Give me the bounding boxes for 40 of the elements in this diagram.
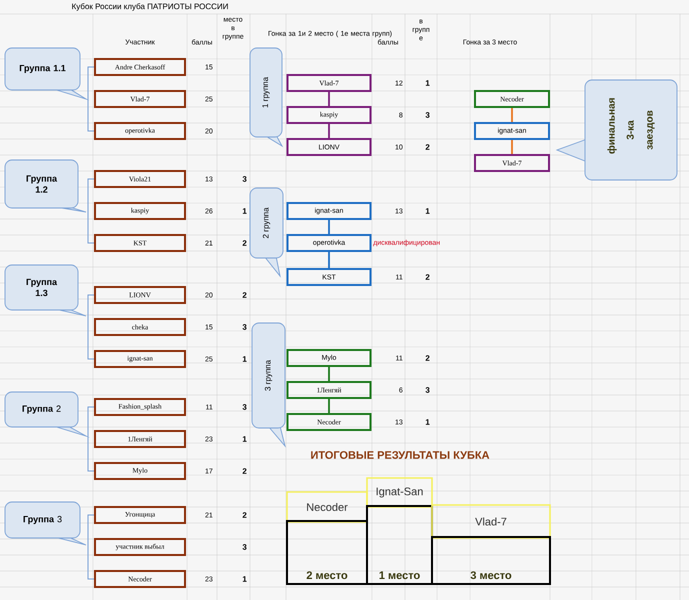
winner-name-box: Necoder — [286, 491, 368, 523]
place-value: 1 — [242, 436, 247, 442]
callout: Группа 1.1 — [4, 48, 90, 100]
place-value: 1 — [426, 208, 430, 214]
callout: 1 группа — [250, 48, 284, 148]
callout: Группа 2 — [4, 392, 90, 438]
place-value: 3 — [242, 544, 246, 550]
place-value: 2 — [426, 355, 430, 361]
place-value: 1 — [426, 419, 430, 425]
winner-name-box: Ignat-San — [366, 477, 433, 508]
callout: финальная 3-ка заездов — [556, 80, 678, 180]
callout: Группа 3 — [4, 502, 86, 546]
place-value: 3 — [426, 112, 430, 118]
callout: Группа 1.3 — [4, 264, 86, 316]
connector-line — [328, 220, 330, 234]
podium-block: 1 место — [366, 505, 433, 585]
connector-line — [328, 124, 330, 138]
results-heading: ИТОГОВЫЕ РЕЗУЛЬТАТЫ КУБКА — [311, 451, 490, 459]
sheet-title: Кубок России клуба ПАТРИОТЫ РОССИИ — [72, 3, 228, 11]
place-value: 2 — [242, 292, 246, 298]
callout: 2 группа — [250, 188, 284, 278]
place-value: 3 — [242, 176, 246, 182]
podium-block: 2 место — [286, 520, 368, 585]
connector-line — [328, 399, 330, 413]
connector-line — [511, 108, 513, 122]
place-value: 2 — [426, 274, 430, 280]
place-value: 2 — [426, 144, 430, 150]
callout: Группа 1.2 — [4, 160, 86, 212]
connector-line — [328, 367, 330, 381]
place-value: 3 — [426, 387, 430, 393]
connector-line — [328, 92, 330, 106]
connector-line — [511, 140, 513, 154]
place-value: 2 — [242, 512, 246, 518]
connector-line — [328, 252, 330, 268]
place-value: 1 — [426, 80, 430, 86]
place-value: 1 — [242, 576, 247, 582]
winner-name-box: Vlad-7 — [431, 504, 551, 539]
podium-block: 3 место — [431, 536, 551, 585]
place-value: 2 — [242, 468, 246, 474]
callout: 3 группа — [252, 322, 286, 448]
